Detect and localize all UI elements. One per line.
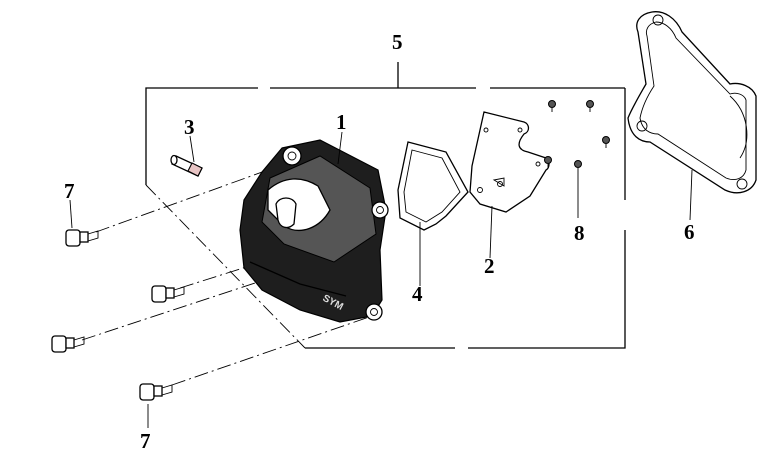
valve-cover-part-1: SYM (239, 139, 389, 323)
callout-3: 3 (184, 115, 195, 139)
callout-8: 8 (574, 221, 585, 245)
bolt-center-lines (81, 161, 373, 386)
callout-labels: 5 1 3 7 7 4 2 8 6 (64, 30, 695, 452)
screw-8d (544, 156, 552, 168)
bolt-7d (139, 383, 173, 401)
callout-7-bottom: 7 (140, 429, 151, 452)
screw-8e (574, 160, 582, 172)
dowel-pin-part-3 (170, 154, 203, 177)
screws-part-8 (544, 100, 610, 172)
callout-7-top: 7 (64, 179, 75, 203)
breather-plate-part-2 (469, 111, 550, 213)
callout-2: 2 (484, 254, 495, 278)
gasket-part-6 (627, 11, 757, 194)
assembly-bracket-5 (145, 62, 626, 349)
callout-4: 4 (412, 282, 423, 306)
bolt-7a (65, 229, 99, 247)
screw-8c (602, 136, 610, 148)
bolt-7c (51, 335, 85, 353)
callout-1: 1 (336, 110, 347, 134)
callout-6: 6 (684, 220, 695, 244)
leader-lines (69, 131, 693, 428)
plate-gasket-part-4 (397, 141, 469, 231)
screw-8b (586, 100, 594, 112)
callout-5: 5 (392, 30, 403, 54)
bolt-7b (151, 285, 185, 303)
bolts-part-7 (51, 229, 185, 401)
screw-8a (548, 100, 556, 112)
